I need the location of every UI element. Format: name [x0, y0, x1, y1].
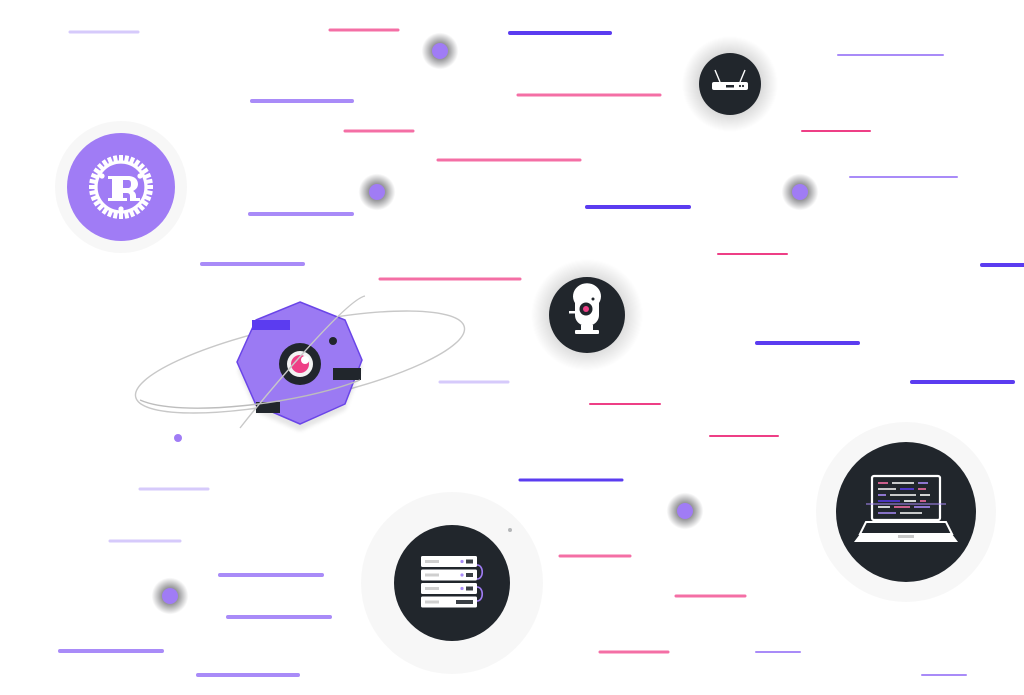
router-node — [682, 36, 778, 132]
server-node — [361, 492, 543, 674]
rust-node — [55, 121, 187, 253]
glow-dot — [432, 43, 448, 59]
glow-dot — [162, 588, 178, 604]
glow-dots — [151, 32, 819, 615]
laptop-code-icon — [854, 474, 958, 542]
glow-dot — [677, 503, 693, 519]
server-unit — [421, 583, 477, 594]
rust-logo-icon — [89, 155, 153, 219]
light-streaks — [0, 28, 1024, 686]
planet-icon — [236, 295, 366, 431]
wifi-router-icon — [712, 69, 748, 90]
server-unit — [421, 556, 477, 567]
server-unit — [421, 596, 477, 608]
webcam-icon — [569, 283, 601, 334]
satellite-dot — [174, 434, 182, 442]
laptop-node — [816, 422, 996, 602]
server-rack-icon — [421, 556, 484, 608]
glow-dot — [369, 184, 385, 200]
webcam-node — [531, 259, 643, 371]
server-unit — [421, 569, 477, 581]
planet-orbit-front — [139, 379, 361, 409]
glow-dot — [792, 184, 808, 200]
